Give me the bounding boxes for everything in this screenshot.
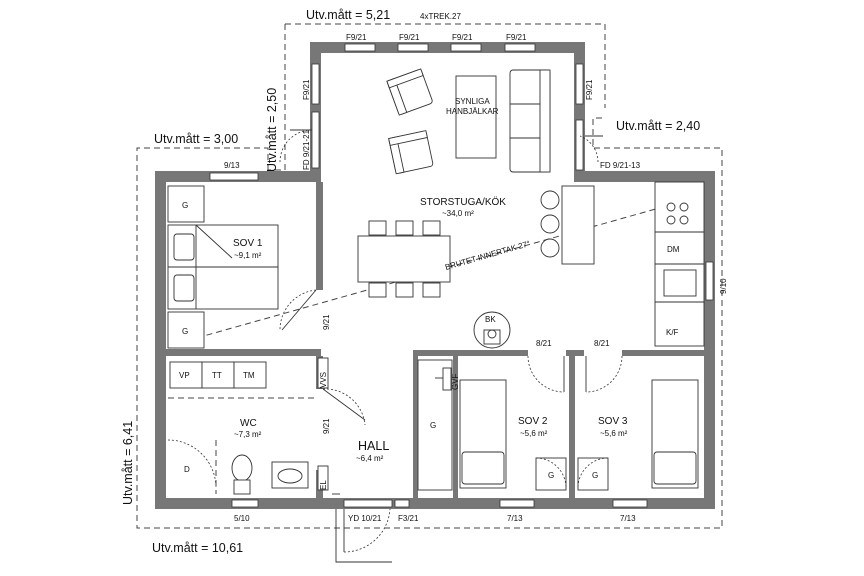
win-label-wc: 5/10: [234, 514, 250, 523]
window-sov2: [499, 499, 535, 508]
win-label-top-4: F9/21: [506, 33, 527, 42]
window-left-door: [311, 111, 320, 169]
note-beams-2: HANBJÄLKAR: [446, 107, 499, 116]
room-hall-name: HALL: [358, 439, 389, 453]
dim-left-width: Utv.mått = 3,00: [154, 132, 238, 146]
room-living-area: ~34,0 m²: [442, 209, 474, 218]
window-top-1: [344, 43, 376, 52]
window-top-4: [504, 43, 536, 52]
window-right-door: [575, 119, 584, 171]
kitchen-furniture: [357, 181, 705, 349]
room-sov2-area: ~5,6 m²: [520, 429, 548, 438]
door-label-wc: 9/21: [322, 418, 331, 434]
label-stove: BK: [485, 315, 496, 324]
door-label-sov1: 9/21: [322, 314, 331, 330]
dining-table: [357, 235, 451, 283]
room-living-name: STORSTUGA/KÖK: [420, 196, 506, 208]
label-shower: D: [184, 465, 190, 474]
door-label-sov3: 8/21: [594, 339, 610, 348]
label-vp: VP: [179, 371, 190, 380]
win-label-top-1: F9/21: [346, 33, 367, 42]
win-label-side-light: F3/21: [398, 514, 419, 523]
win-label-left-upper: F9/21: [302, 79, 311, 100]
label-wardrobe-2: G: [182, 327, 188, 336]
win-label-top-2: F9/21: [399, 33, 420, 42]
note-trusses: 4xTREK.27: [420, 12, 461, 21]
win-label-sov1: 9/13: [224, 161, 240, 170]
front-entry: [335, 499, 393, 563]
room-sov3-area: ~5,6 m²: [600, 429, 628, 438]
dim-total-width: Utv.mått = 10,61: [152, 541, 243, 555]
win-label-kitchen: 9/10: [719, 278, 728, 294]
room-sov1-name: SOV 1: [233, 238, 263, 249]
win-label-right-upper: F9/21: [585, 79, 594, 100]
label-fridge: K/F: [666, 328, 679, 337]
interior-doors: [279, 289, 623, 426]
ceiling-break-line: [167, 195, 703, 347]
bedroom-furniture: [459, 379, 699, 491]
room-sov1-area: ~9,1 m²: [234, 251, 262, 260]
room-hall-area: ~6,4 m²: [356, 454, 384, 463]
side-light: [394, 499, 410, 508]
note-broken-ceiling: BRUTET INNERTAK 27°: [444, 239, 531, 272]
label-wardrobe-1: G: [182, 201, 188, 210]
label-tm: TM: [243, 371, 255, 380]
sov1-furniture: [167, 185, 279, 349]
kitchen-island: [561, 185, 595, 265]
win-label-left-door: FD 9/21-21: [302, 129, 311, 170]
label-closet-sov3: G: [592, 471, 598, 480]
win-label-sov3: 7/13: [620, 514, 636, 523]
window-top-2: [397, 43, 429, 52]
dim-right-width: Utv.mått = 2,40: [616, 119, 700, 133]
window-kitchen: [705, 261, 714, 301]
note-beams-1: SYNLIGA: [455, 97, 490, 106]
dimension-lines: [136, 23, 723, 529]
windows: [209, 43, 714, 508]
label-tt: TT: [212, 371, 222, 380]
hall-furniture: [317, 357, 453, 495]
win-label-right-door: FD 9/21-13: [600, 161, 641, 170]
sink: [271, 461, 309, 489]
label-closet-sov2: G: [548, 471, 554, 480]
label-vvs: VVS: [319, 372, 328, 388]
door-label-sov2: 8/21: [536, 339, 552, 348]
window-left-upper: [311, 63, 320, 105]
room-sov3-name: SOV 3: [598, 416, 628, 427]
wc-furniture: [167, 361, 314, 495]
dim-top-width: Utv.mått = 5,21: [306, 8, 390, 22]
win-label-front-door: YD 10/21: [348, 514, 382, 523]
room-wc-name: WC: [240, 418, 257, 429]
label-dishwasher: DM: [667, 245, 680, 254]
wardrobe-sov1-bottom: [167, 311, 205, 349]
label-closet-hall: G: [430, 421, 436, 430]
coffee-table: [455, 75, 497, 159]
wardrobe-sov1-top: [167, 185, 205, 223]
toilet: [231, 454, 253, 482]
room-wc-area: ~7,3 m²: [234, 430, 262, 439]
win-label-sov2: 7/13: [507, 514, 523, 523]
win-label-top-3: F9/21: [452, 33, 473, 42]
window-top-3: [450, 43, 482, 52]
window-sov1: [209, 172, 259, 181]
room-sov2-name: SOV 2: [518, 416, 548, 427]
window-wc: [231, 499, 259, 508]
window-right-upper: [575, 63, 584, 105]
window-sov3: [612, 499, 648, 508]
label-el: EL: [319, 480, 328, 490]
lounge-furniture: [386, 68, 551, 175]
label-gvf: GVF: [451, 373, 460, 390]
dim-left-top: Utv.mått = 2,50: [265, 88, 279, 172]
dim-total-height: Utv.mått = 6,41: [121, 421, 135, 505]
